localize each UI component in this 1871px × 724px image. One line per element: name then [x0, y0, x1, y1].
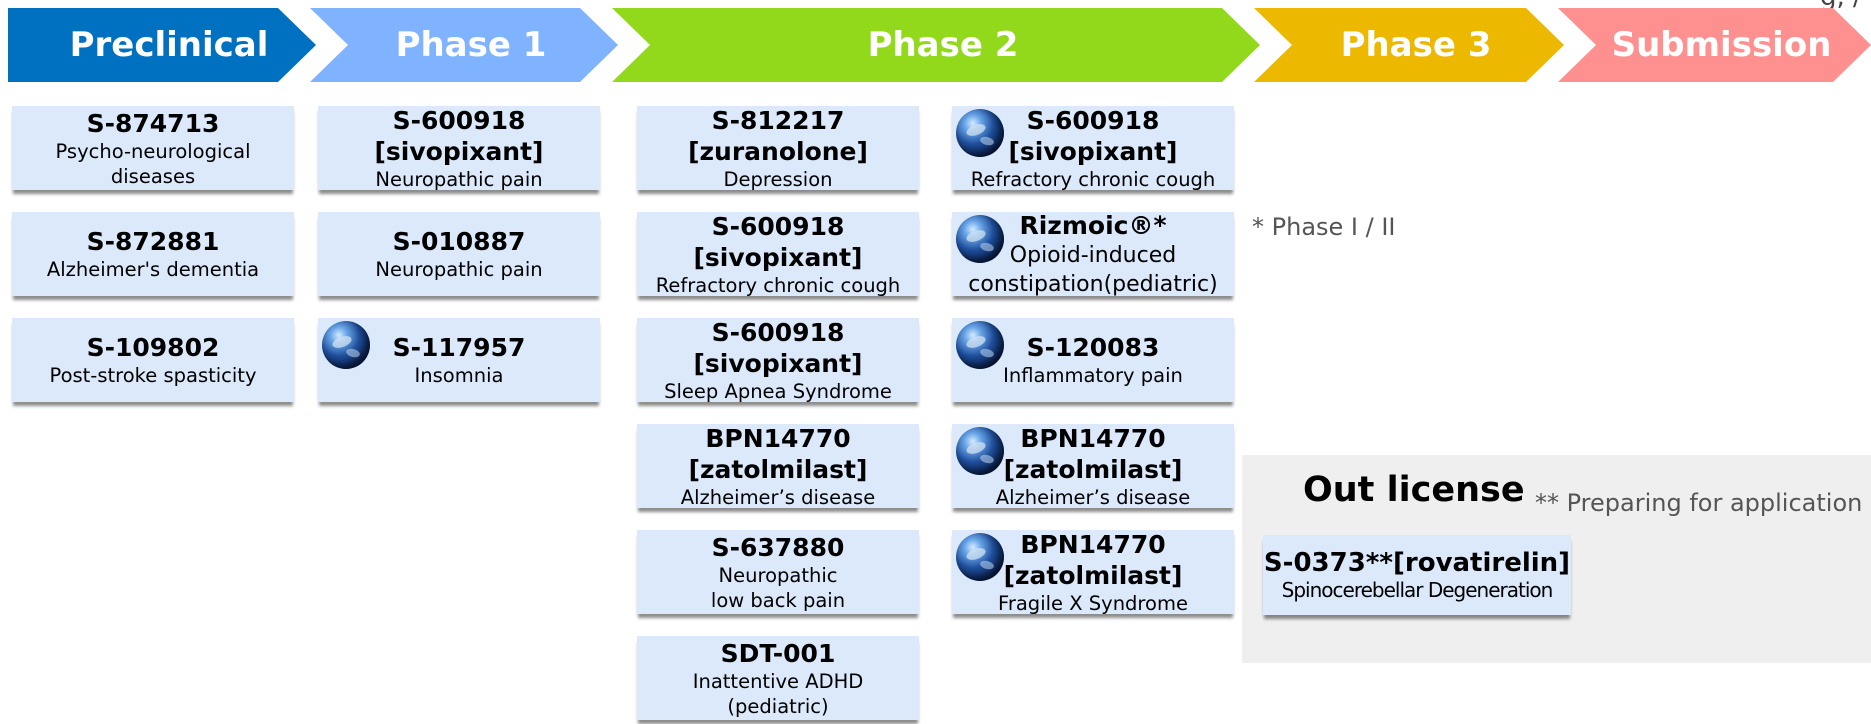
compound-code: S-600918: [711, 317, 845, 347]
indication: Depression: [723, 167, 833, 191]
compound-code: BPN14770: [1020, 529, 1166, 559]
indication: diseases: [110, 164, 196, 188]
phase-label: Phase 2: [867, 25, 1019, 65]
indication: Inattentive ADHD: [692, 669, 864, 693]
pipeline-card: S-812217 [zuranolone] Depression: [637, 105, 919, 191]
compound-code: S-010887: [392, 227, 526, 256]
indication: Psycho-neurological: [55, 139, 251, 163]
indication: Spinocerebellar Degeneration: [1281, 578, 1554, 602]
phase-label: Phase 3: [1340, 25, 1492, 65]
indication: Alzheimer's dementia: [46, 258, 260, 281]
pipeline-card: S-600918 [sivopixant] Sleep Apnea Syndro…: [637, 317, 919, 403]
indication: Inflammatory pain: [1003, 364, 1183, 387]
pipeline-card: S-600918 [sivopixant] Neuropathic pain: [318, 105, 600, 191]
phase-label: Submission: [1611, 25, 1832, 65]
pipeline-card: S-109802 Post-stroke spasticity: [12, 318, 294, 402]
globe-icon: [956, 533, 1004, 581]
out-license-footnote: ** Preparing for application: [1535, 489, 1863, 517]
indication: Alzheimer’s disease: [995, 485, 1191, 509]
indication: Refractory chronic cough: [970, 167, 1216, 191]
globe-icon: [956, 215, 1004, 263]
compound-name: [zatolmilast]: [1003, 560, 1183, 590]
indication: Refractory chronic cough: [655, 273, 901, 297]
indication: Alzheimer’s disease: [680, 485, 876, 509]
compound-code: S-600918: [1026, 105, 1160, 135]
pipeline-card: S-120083 Inflammatory pain: [952, 318, 1234, 402]
indication: Fragile X Syndrome: [998, 591, 1188, 615]
indication: Neuropathic: [718, 563, 838, 587]
compound-code: S-0373**[rovatirelin]: [1263, 548, 1571, 578]
pipeline-card: S-637880 Neuropathic low back pain: [637, 530, 919, 614]
phase-submission: Submission: [1558, 8, 1871, 82]
indication: Neuropathic pain: [375, 258, 543, 281]
compound-code: BPN14770: [705, 423, 851, 453]
globe-icon: [956, 321, 1004, 369]
compound-name: [sivopixant]: [374, 136, 544, 166]
compound-code: S-109802: [86, 333, 220, 362]
indication: Insomnia: [414, 364, 504, 387]
compound-code: S-872881: [86, 227, 220, 256]
compound-code: S-812217: [711, 105, 845, 135]
out-license-title: Out license: [1303, 470, 1525, 510]
compound-code: BPN14770: [1020, 423, 1166, 453]
pipeline-card: BPN14770 [zatolmilast] Alzheimer’s disea…: [637, 423, 919, 509]
pipeline-card: Rizmoic®* Opioid-induced constipation(pe…: [952, 210, 1234, 297]
indication: low back pain: [710, 588, 846, 612]
pipeline-card: S-874713 Psycho-neurological diseases: [12, 106, 294, 190]
compound-code: S-600918: [392, 105, 526, 135]
pipeline-card: S-600918 [sivopixant] Refractory chronic…: [952, 105, 1234, 191]
phase-3: Phase 3: [1254, 8, 1564, 82]
phase-1: Phase 1: [310, 8, 618, 82]
indication: Neuropathic pain: [375, 167, 543, 191]
pipeline-card: BPN14770 [zatolmilast] Fragile X Syndrom…: [952, 529, 1234, 615]
pipeline-card: S-010887 Neuropathic pain: [318, 212, 600, 296]
pipeline-card: S-600918 [sivopixant] Refractory chronic…: [637, 211, 919, 297]
compound-code: S-120083: [1026, 333, 1160, 362]
globe-icon: [322, 321, 370, 369]
phase-2: Phase 2: [612, 8, 1260, 82]
indication: Opioid-induced: [1009, 242, 1177, 268]
indication: constipation(pediatric): [968, 271, 1218, 297]
pipeline-card: S-872881 Alzheimer's dementia: [12, 212, 294, 296]
globe-icon: [956, 109, 1004, 157]
compound-name: [zuranolone]: [688, 136, 868, 166]
phase-bar: Preclinical Phase 1 Phase 2 Phase 3 Subm…: [0, 0, 1871, 85]
compound-name: [zatolmilast]: [1003, 454, 1183, 484]
globe-icon: [956, 427, 1004, 475]
out-license-card: S-0373**[rovatirelin] Spinocerebellar De…: [1263, 535, 1571, 615]
compound-code: Rizmoic®*: [1019, 210, 1167, 240]
pipeline-card: BPN14770 [zatolmilast] Alzheimer’s disea…: [952, 423, 1234, 509]
compound-name: [sivopixant]: [693, 242, 863, 272]
compound-name: [zatolmilast]: [688, 454, 868, 484]
compound-code: S-600918: [711, 211, 845, 241]
indication: (pediatric): [727, 694, 829, 718]
phase-label: Phase 1: [395, 25, 547, 65]
pipeline-card: SDT-001 Inattentive ADHD (pediatric): [637, 636, 919, 720]
phase-label: Preclinical: [69, 25, 269, 65]
compound-code: S-637880: [711, 532, 845, 562]
compound-code: S-874713: [86, 108, 220, 138]
compound-code: SDT-001: [720, 638, 836, 668]
compound-code: S-117957: [392, 333, 526, 362]
compound-name: [sivopixant]: [693, 348, 863, 378]
indication: Sleep Apnea Syndrome: [664, 379, 892, 403]
phase-preclinical: Preclinical: [8, 8, 316, 82]
pipeline-card: S-117957 Insomnia: [318, 318, 600, 402]
indication: Post-stroke spasticity: [49, 364, 257, 387]
phase-footnote: * Phase I / II: [1252, 213, 1396, 241]
compound-name: [sivopixant]: [1008, 136, 1178, 166]
